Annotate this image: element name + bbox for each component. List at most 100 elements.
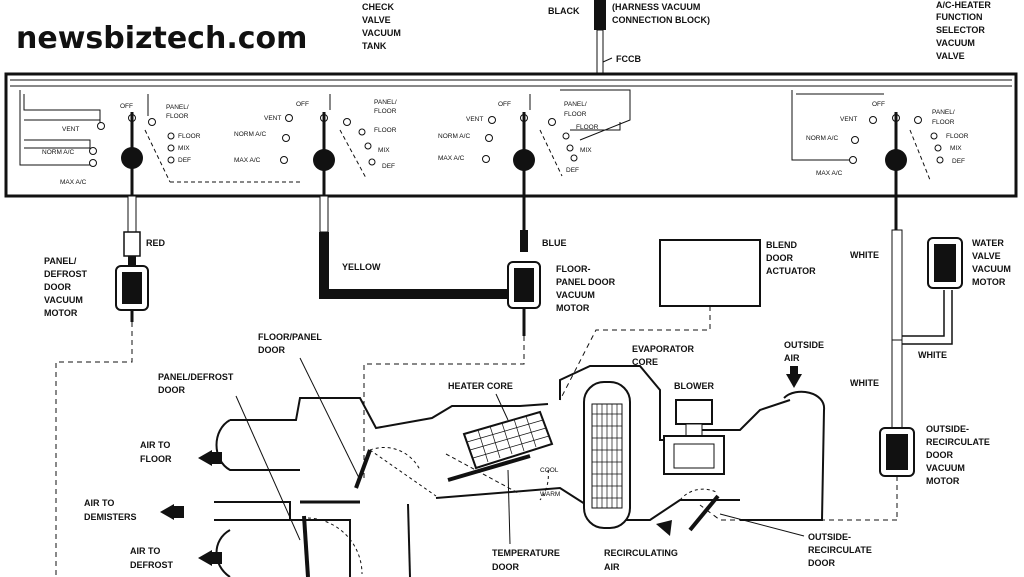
svg-text:FLOOR: FLOOR: [576, 124, 599, 131]
svg-text:MIX: MIX: [378, 147, 390, 154]
yellow-hose: [319, 195, 512, 299]
white-hose: [891, 229, 953, 431]
svg-text:FLOOR: FLOOR: [564, 111, 587, 118]
svg-text:NORM A/C: NORM A/C: [234, 131, 266, 138]
svg-text:FLOOR-: FLOOR-: [556, 264, 591, 274]
outside-air-label: OUTSIDE AIR: [784, 340, 824, 363]
panel-section-2: VENT NORM A/C MAX A/C OFF PANEL/ FLOOR F…: [234, 94, 397, 196]
svg-text:OFF: OFF: [120, 103, 133, 110]
blend-door-actuator: [659, 239, 761, 307]
svg-text:MAX A/C: MAX A/C: [438, 155, 465, 162]
blue-hose-label: BLUE: [542, 238, 567, 248]
svg-text:DOOR: DOOR: [808, 558, 836, 568]
svg-text:CONNECTION BLOCK): CONNECTION BLOCK): [612, 15, 710, 25]
svg-text:A/C-HEATER: A/C-HEATER: [936, 0, 991, 10]
recirculating-air-arrow: [656, 520, 672, 536]
svg-text:PANEL/DEFROST: PANEL/DEFROST: [158, 372, 234, 382]
svg-text:CORE: CORE: [632, 357, 658, 367]
white-hose-label-2: WHITE: [918, 350, 947, 360]
svg-text:VALVE: VALVE: [972, 251, 1001, 261]
svg-text:MOTOR: MOTOR: [556, 303, 590, 313]
svg-text:VALVE: VALVE: [936, 51, 965, 61]
svg-text:EVAPORATOR: EVAPORATOR: [632, 344, 695, 354]
svg-text:DEF: DEF: [178, 157, 191, 164]
air-to-floor-arrow: [198, 450, 212, 466]
floor-panel-motor-label: FLOOR- PANEL DOOR VACUUM MOTOR: [556, 264, 616, 313]
svg-text:MOTOR: MOTOR: [44, 308, 78, 318]
svg-text:DEFROST: DEFROST: [44, 269, 88, 279]
warm-label: WARM: [540, 491, 560, 498]
harness-label: (HARNESS VACUUM CONNECTION BLOCK): [612, 2, 710, 25]
temperature-door: [447, 454, 531, 482]
svg-text:VENT: VENT: [466, 116, 483, 123]
svg-text:DOOR: DOOR: [492, 562, 520, 572]
svg-text:MIX: MIX: [178, 145, 190, 152]
yellow-hose-label: YELLOW: [342, 262, 381, 272]
svg-text:SELECTOR: SELECTOR: [936, 25, 985, 35]
svg-text:OUTSIDE-: OUTSIDE-: [808, 532, 851, 542]
evaporator-label: EVAPORATOR CORE: [632, 344, 695, 367]
svg-text:PANEL/: PANEL/: [564, 101, 587, 108]
svg-text:FLOOR: FLOOR: [140, 454, 172, 464]
svg-text:AIR TO: AIR TO: [140, 440, 170, 450]
red-hose: [123, 195, 141, 266]
outside-recirculate-door: [688, 494, 720, 532]
svg-text:CHECK: CHECK: [362, 2, 395, 12]
svg-text:VENT: VENT: [62, 126, 79, 133]
svg-text:VENT: VENT: [264, 115, 281, 122]
outside-air-arrow: [786, 374, 802, 388]
svg-text:FLOOR: FLOOR: [932, 119, 955, 126]
svg-text:AIR TO: AIR TO: [130, 546, 160, 556]
recirculating-air-label: RECIRCULATING AIR: [604, 548, 678, 572]
svg-text:OFF: OFF: [872, 101, 885, 108]
svg-text:VALVE: VALVE: [362, 15, 391, 25]
svg-text:VACUUM: VACUUM: [972, 264, 1011, 274]
fccb-label: FCCB: [616, 54, 641, 64]
svg-text:DOOR: DOOR: [258, 345, 286, 355]
panel-section-4: VENT NORM A/C MAX A/C OFF PANEL/ FLOOR F…: [791, 90, 969, 230]
water-valve-label: WATER VALVE VACUUM MOTOR: [972, 238, 1011, 287]
svg-text:FLOOR: FLOOR: [374, 127, 397, 134]
floor-panel-door: [354, 449, 372, 489]
cool-label: COOL: [540, 467, 559, 474]
selector-valve-label: A/C-HEATER FUNCTION SELECTOR VACUUM VALV…: [936, 0, 991, 61]
outside-recirculate-door-label: OUTSIDE- RECIRCULATE DOOR: [808, 532, 872, 568]
selector-valve-panel: [4, 72, 1018, 198]
svg-text:MAX A/C: MAX A/C: [234, 157, 261, 164]
svg-text:DEF: DEF: [952, 158, 965, 165]
water-valve-vacuum-motor: [927, 237, 963, 289]
white-hose-label-3: WHITE: [850, 378, 879, 388]
svg-text:DOOR: DOOR: [158, 385, 186, 395]
brand-title: newsbiztech.com: [16, 21, 307, 56]
air-to-defrost-arrow: [198, 550, 212, 566]
svg-text:FLOOR: FLOOR: [946, 133, 969, 140]
heater-core: [462, 410, 554, 470]
blower: [663, 399, 725, 475]
svg-text:PANEL/: PANEL/: [374, 99, 397, 106]
check-valve-label: CHECK VALVE VACUUM TANK: [362, 2, 401, 51]
hvac-housing: [214, 365, 826, 577]
svg-text:VACUUM: VACUUM: [44, 295, 83, 305]
svg-text:AIR: AIR: [604, 562, 620, 572]
svg-text:NORM A/C: NORM A/C: [42, 149, 74, 156]
svg-text:VACUUM: VACUUM: [362, 28, 401, 38]
panel-section-3: VENT NORM A/C MAX A/C OFF PANEL/ FLOOR F…: [438, 89, 631, 230]
svg-text:PANEL/: PANEL/: [44, 256, 77, 266]
svg-text:TANK: TANK: [362, 41, 387, 51]
blue-hose: [520, 230, 528, 252]
svg-text:AIR TO: AIR TO: [84, 498, 114, 508]
svg-text:RECIRCULATE: RECIRCULATE: [808, 545, 872, 555]
svg-text:VACUUM: VACUUM: [556, 290, 595, 300]
blend-door-label: BLEND DOOR ACTUATOR: [766, 240, 816, 276]
svg-text:FUNCTION: FUNCTION: [936, 12, 983, 22]
evaporator-core: [583, 381, 631, 529]
floor-panel-door-label: FLOOR/PANEL DOOR: [258, 332, 322, 355]
black-hose-label: BLACK: [548, 6, 580, 16]
svg-text:NORM A/C: NORM A/C: [438, 133, 470, 140]
svg-text:DOOR: DOOR: [926, 450, 954, 460]
panel-defrost-vacuum-motor: [115, 265, 149, 322]
svg-text:FLOOR: FLOOR: [178, 133, 201, 140]
white-hose-label-1: WHITE: [850, 250, 879, 260]
svg-text:DOOR: DOOR: [766, 253, 794, 263]
svg-text:MIX: MIX: [950, 145, 962, 152]
